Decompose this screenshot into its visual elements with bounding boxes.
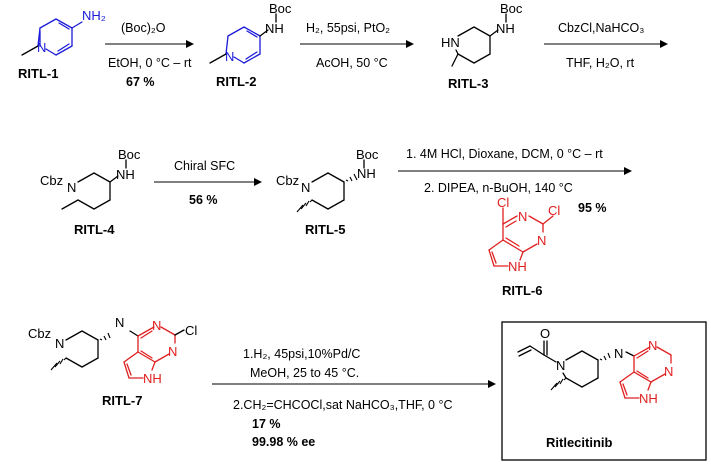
step-6-line-3: 2.CH₂=CHCOCl,sat NaHCO₃,THF, 0 °C	[233, 398, 453, 412]
ritl-2-label: RITL-2	[216, 74, 256, 89]
ritl-5-cbz: Cbz	[276, 173, 299, 188]
ritl-7-structure: Cbz N N N N NH Cl RITL-7	[28, 315, 197, 408]
ritl-6-n-2: N	[537, 233, 546, 248]
ritl-7-nh-linker: N	[115, 315, 124, 330]
ritlecitinib-nh-linker: N	[614, 346, 623, 361]
ritlecitinib-n-2: N	[664, 364, 673, 379]
arrow-step-5: 1. 4M HCl, Dioxane, DCM, 0 °C – rt 2. DI…	[398, 147, 632, 215]
ritl-7-n-1: N	[152, 318, 161, 333]
ritl-6-structure: Cl Cl N N NH RITL-6	[488, 195, 560, 298]
ritlecitinib-nh: NH	[639, 391, 658, 406]
ritl-2-nh: NH	[265, 21, 284, 36]
ritlecitinib-label: Ritlecitinib	[546, 435, 613, 450]
ritl-5-label: RITL-5	[305, 222, 345, 237]
step-2-conditions: AcOH, 50 °C	[316, 56, 388, 70]
ritl-5-structure: Cbz N NH Boc RITL-5	[276, 147, 379, 237]
step-1-conditions: EtOH, 0 °C – rt	[108, 56, 192, 70]
step-1-reagent: (Boc)₂O	[121, 21, 166, 35]
ritlecitinib-n-1: N	[648, 338, 657, 353]
ritl-2-structure: N NH Boc RITL-2	[209, 1, 292, 89]
ritl-6-cl-1: Cl	[497, 195, 509, 210]
ritl-7-n-2: N	[168, 344, 177, 359]
ritl-2-boc: Boc	[269, 1, 292, 16]
step-6-yield: 17 %	[252, 417, 281, 431]
ritl-6-label: RITL-6	[502, 283, 542, 298]
ritl-1-label: RITL-1	[18, 66, 58, 81]
step-4-reagent: Chiral SFC	[174, 159, 235, 173]
ritl-3-hn: HN	[441, 35, 460, 50]
arrow-step-1: (Boc)₂O EtOH, 0 °C – rt 67 %	[105, 21, 194, 89]
step-6-line-1: 1.H₂, 45psi,10%Pd/C	[243, 347, 360, 361]
step-6-ee: 99.98 % ee	[252, 435, 315, 449]
ritl-3-nh: NH	[496, 21, 515, 36]
ritl-4-structure: Cbz N NH Boc RITL-4	[40, 147, 141, 237]
ritl-4-nh: NH	[116, 167, 135, 182]
ritl-6-nh: NH	[508, 259, 527, 274]
ritl-4-label: RITL-4	[74, 222, 115, 237]
ritl-2-ring-n: N	[225, 49, 234, 64]
ritlecitinib-box: O N N N	[501, 321, 707, 461]
ritl-1-structure: N NH₂ RITL-1	[18, 8, 106, 81]
step-1-yield: 67 %	[126, 75, 155, 89]
ritl-7-ring-n: N	[55, 336, 64, 351]
arrow-step-4: Chiral SFC 56 %	[154, 159, 262, 207]
ritl-4-cbz: Cbz	[40, 173, 63, 188]
step-5-yield: 95 %	[578, 201, 607, 215]
ritlecitinib-o: O	[540, 326, 550, 341]
ritl-1-ring-n: N	[37, 40, 46, 55]
ritl-6-cl-2: Cl	[548, 203, 560, 218]
ritl-4-ring-n: N	[67, 180, 76, 195]
ritl-3-structure: HN NH Boc RITL-3	[441, 1, 523, 91]
step-6-line-2: MeOH, 25 to 45 °C.	[250, 366, 359, 380]
ritl-7-label: RITL-7	[102, 393, 142, 408]
ritl-5-boc: Boc	[356, 147, 379, 162]
ritl-5-ring-n: N	[301, 180, 310, 195]
ritl-7-cbz: Cbz	[28, 326, 51, 341]
step-5-line-2: 2. DIPEA, n-BuOH, 140 °C	[424, 181, 573, 195]
ritl-3-boc: Boc	[500, 1, 523, 16]
step-4-yield: 56 %	[189, 193, 218, 207]
ritl-7-cl: Cl	[185, 323, 197, 338]
ritl-7-nh: NH	[143, 371, 162, 386]
ritlecitinib-ring-n: N	[556, 358, 565, 373]
arrow-step-6: 1.H₂, 45psi,10%Pd/C MeOH, 25 to 45 °C. 2…	[212, 347, 496, 449]
ritl-4-boc: Boc	[118, 147, 141, 162]
step-3-reagent: CbzCl,NaHCO₃	[558, 21, 644, 35]
ritl-3-label: RITL-3	[448, 76, 488, 91]
arrow-step-3: CbzCl,NaHCO₃ THF, H₂O, rt	[544, 21, 668, 70]
ritl-1-nh2: NH₂	[82, 8, 106, 23]
ritl-6-n-1: N	[518, 209, 527, 224]
ritl-5-nh: NH	[357, 166, 376, 181]
step-3-conditions: THF, H₂O, rt	[566, 56, 635, 70]
step-2-reagent: H₂, 55psi, PtO₂	[306, 21, 390, 35]
step-5-line-1: 1. 4M HCl, Dioxane, DCM, 0 °C – rt	[406, 147, 603, 161]
arrow-step-2: H₂, 55psi, PtO₂ AcOH, 50 °C	[300, 21, 414, 70]
